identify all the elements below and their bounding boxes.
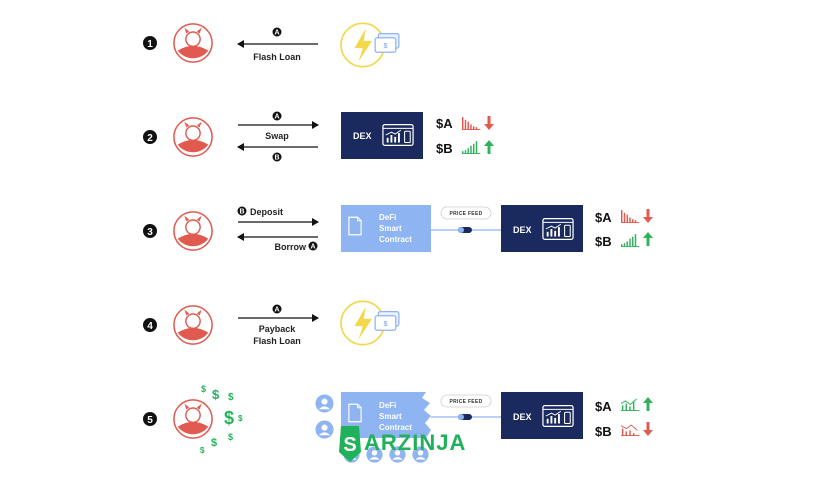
lightning-coin-icon (340, 300, 400, 346)
step-3: 3 B Deposit Borrow A DeFi Smart Contract… (143, 205, 653, 252)
step-number: 1 (147, 39, 153, 50)
svg-text:$: $ (238, 414, 243, 423)
defi-line-2: Smart (379, 412, 402, 421)
step-number-badge (143, 36, 157, 50)
defi-line-2: Smart (379, 224, 402, 233)
step-1: 1 A Flash Loan (143, 22, 400, 68)
devil-avatar-icon (173, 399, 213, 439)
devil-avatar-icon (173, 305, 213, 345)
svg-text:$: $ (212, 387, 220, 402)
user-icon (315, 420, 334, 439)
payback-label-line-1: Payback (259, 324, 297, 334)
deposit-label: Deposit (250, 207, 283, 217)
dex-label: DEX (513, 412, 532, 422)
token-a-label: $A (595, 399, 612, 414)
price-feed-pill (440, 206, 492, 220)
token-b-label: $B (595, 424, 612, 439)
up-arrow-icon (643, 232, 653, 246)
price-feed-label: PRICE FEED (449, 399, 482, 405)
step-number: 3 (147, 227, 153, 238)
bars-down-icon (621, 210, 640, 223)
brand-name: ARZINJA (364, 430, 466, 455)
lightning-coin-icon (340, 22, 400, 68)
token-badge: A (310, 244, 315, 251)
swap-label: Swap (265, 131, 289, 141)
flash-loan-label: Flash Loan (253, 52, 301, 62)
devil-avatar-icon (173, 117, 213, 157)
defi-line-3: Contract (379, 235, 412, 244)
payback-label-line-2: Flash Loan (253, 336, 301, 346)
token-badge: A (274, 30, 279, 37)
dex-box (341, 112, 423, 159)
token-badge: B (239, 209, 244, 216)
step-2: 2 A Swap B DEX $A $B (143, 111, 494, 162)
down-arrow-icon (643, 422, 653, 436)
price-feed-label: PRICE FEED (449, 211, 482, 217)
token-b-label: $B (436, 141, 453, 156)
token-a-label: $A (436, 116, 453, 131)
down-arrow-icon (643, 209, 653, 223)
broken-defi-smart-contract-box (341, 392, 431, 438)
svg-text:$: $ (200, 446, 205, 455)
step-number: 4 (147, 321, 153, 332)
svg-text:$: $ (228, 432, 233, 442)
dex-box (501, 205, 583, 252)
step-number: 5 (147, 415, 153, 426)
defi-line-3: Contract (379, 423, 412, 432)
step-5: 5 $ $ $ $ $ $ $ $ DeFi Smart Contract PR… (143, 384, 653, 463)
line-down-icon (621, 424, 640, 436)
token-b-label: $B (595, 234, 612, 249)
up-arrow-icon (643, 397, 653, 411)
devil-avatar-icon (173, 211, 213, 251)
arzinja-watermark-logo: S ARZINJA (339, 426, 466, 462)
token-badge: A (274, 307, 279, 314)
dex-label: DEX (513, 225, 532, 235)
line-up-icon (621, 398, 640, 411)
dex-box (501, 392, 583, 439)
brand-shield-icon (339, 426, 361, 462)
user-icon (315, 394, 334, 413)
svg-text:$: $ (224, 408, 234, 428)
defi-line-1: DeFi (379, 213, 396, 222)
token-badge: B (274, 155, 279, 162)
step-4: 4 A Payback Flash Loan (143, 300, 400, 346)
defi-line-1: DeFi (379, 401, 396, 410)
up-arrow-icon (484, 140, 494, 154)
bars-up-icon (462, 141, 481, 154)
svg-text:$: $ (201, 384, 206, 394)
step-number: 2 (147, 133, 153, 144)
defi-smart-contract-box (341, 205, 431, 252)
devil-avatar-icon (173, 23, 213, 63)
borrow-label: Borrow (275, 242, 307, 252)
svg-text:$: $ (228, 392, 234, 403)
dex-label: DEX (353, 131, 372, 141)
brand-logo-letter: S (343, 434, 356, 456)
down-arrow-icon (484, 116, 494, 130)
price-feed-pill (440, 394, 492, 408)
dollar-signs-icon: $ $ $ $ $ $ $ $ (200, 384, 243, 455)
svg-text:$: $ (211, 437, 217, 449)
bars-down-icon (462, 117, 481, 130)
token-badge: A (274, 114, 279, 121)
bars-up-icon (621, 234, 640, 247)
token-a-label: $A (595, 210, 612, 225)
